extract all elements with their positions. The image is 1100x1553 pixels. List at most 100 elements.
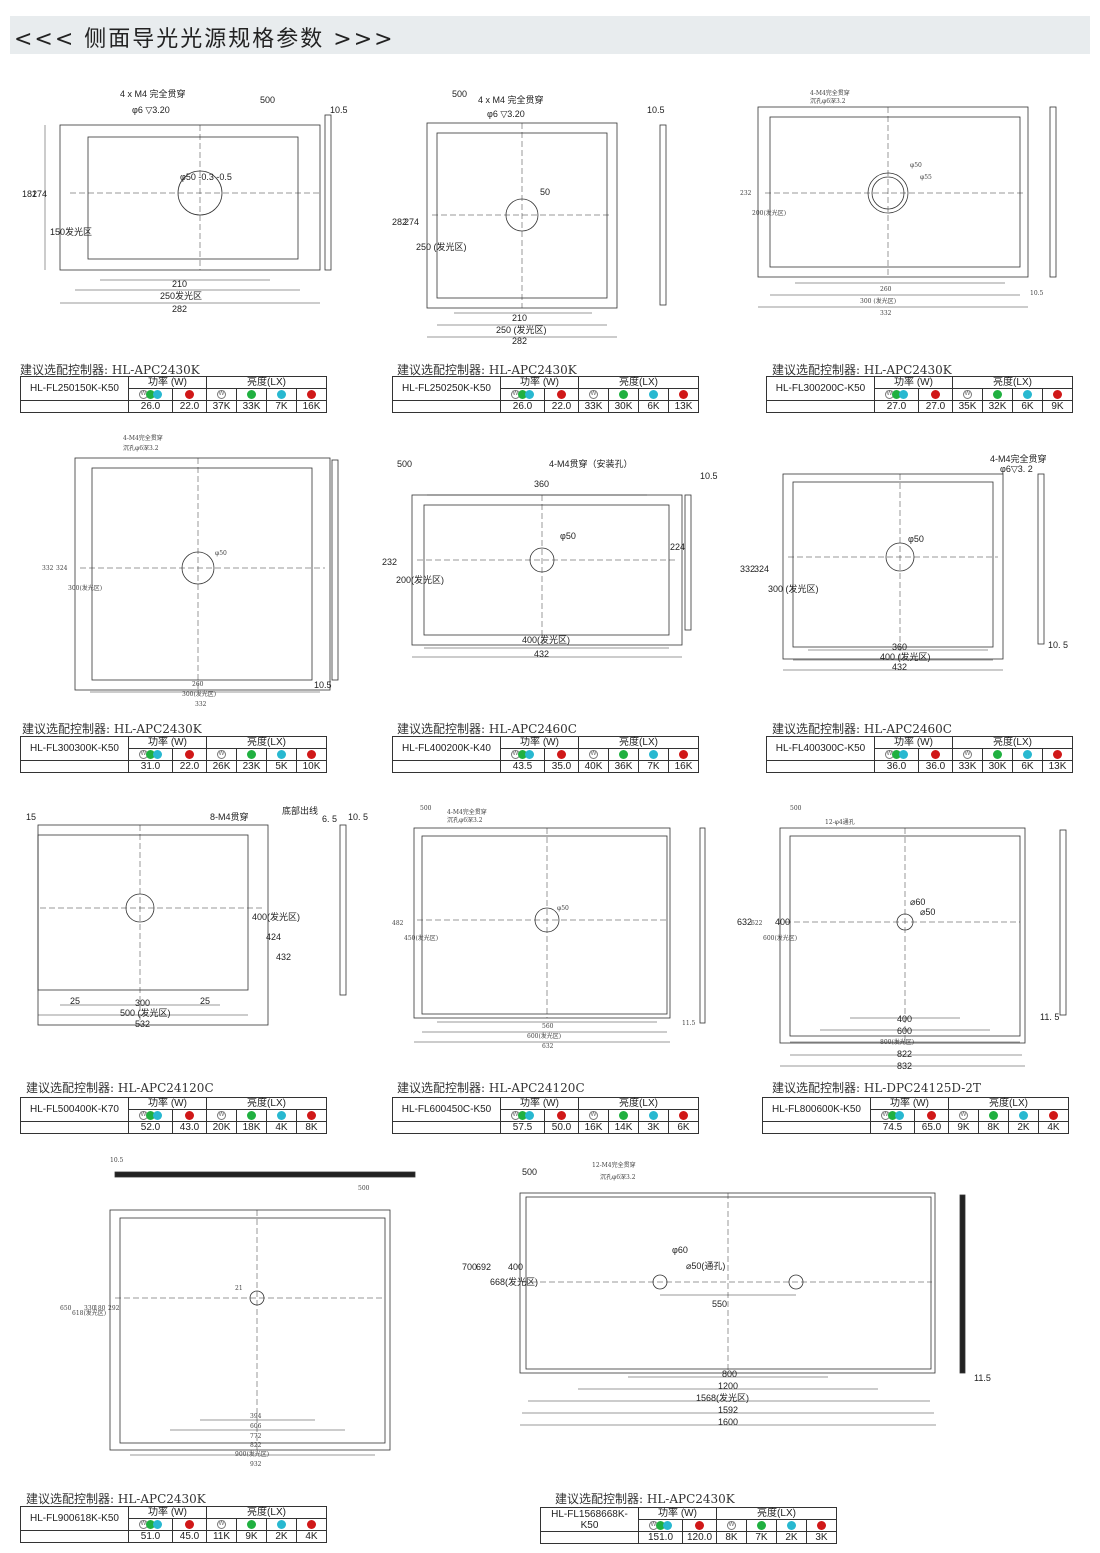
dim-w-a: 800 xyxy=(722,1369,737,1379)
green-dot-icon xyxy=(619,389,628,399)
dim-hole: φ6▽3. 2 xyxy=(1000,464,1033,474)
red-dot-icon xyxy=(185,389,194,399)
dim-c2: ⌀50(通孔) xyxy=(686,1261,725,1271)
dim-h-mid: 424 xyxy=(266,932,281,942)
white-dot-icon: W xyxy=(589,749,598,759)
red-dot-icon xyxy=(185,1519,194,1529)
dim-hole: 沉孔φ6深3.2 xyxy=(600,1173,636,1181)
dim-w-a: 210 xyxy=(172,279,187,289)
power-value: 22.0 xyxy=(172,760,207,773)
blue-dot-icon xyxy=(899,749,908,759)
dim-top-note: 4 x M4 完全贯穿 xyxy=(478,94,544,105)
lux-value: 23K xyxy=(236,760,267,773)
lux-value: 2K xyxy=(776,1531,807,1544)
dim-w-outer: 282 xyxy=(512,336,527,346)
dim-h-light: 618(发光区) xyxy=(72,1309,106,1317)
power-value: 52.0 xyxy=(128,1121,173,1134)
product-block-1: 4 x M4 完全贯穿 φ6 ▽3.20 500 10.5 182 174 15… xyxy=(20,85,380,415)
white-dot-icon: W xyxy=(963,389,972,399)
green-dot-icon xyxy=(892,749,901,759)
green-dot-icon xyxy=(619,749,628,759)
dim-h-c: 292 xyxy=(108,1305,120,1312)
drawing-5: 500 4-M4贯穿（安装孔） 360 10.5 232 200(发光区) φ5… xyxy=(382,458,718,659)
dim-w-a: 210 xyxy=(512,313,527,323)
dim-w-b: 606 xyxy=(250,1423,262,1430)
controller-note: 建议选配控制器: HL-APC2430K xyxy=(22,722,202,736)
lux-value: 2K xyxy=(266,1530,297,1543)
dim-w-c: 822 xyxy=(897,1049,912,1059)
drawing-9: 500 12-φ4通孔 ⌀60 ⌀50 632 622 600(发光区) 400… xyxy=(737,805,1067,1071)
drawing-4: 4-M4完全贯穿 沉孔φ6深3.2 φ50 332 324 300(发光区) 2… xyxy=(42,434,339,708)
model-name: HL-FL250150K-K50 xyxy=(20,376,129,401)
dim-w-outer: 532 xyxy=(135,1019,150,1029)
blue-dot-icon xyxy=(153,1519,162,1529)
dim-w-light: 800(发光区) xyxy=(880,1038,914,1046)
red-dot-icon xyxy=(695,1520,704,1530)
lux-value: 6K xyxy=(1012,400,1043,413)
red-dot-icon xyxy=(1053,389,1062,399)
dim-w-b: 600 xyxy=(897,1026,912,1036)
controller-note: 建议选配控制器: HL-APC2430K xyxy=(20,363,200,377)
blue-dot-icon xyxy=(895,1110,904,1120)
lux-value: 32K xyxy=(982,400,1013,413)
power-value: 36.0 xyxy=(874,760,919,773)
drawing-7: 15 8-M4贯穿 底部出线 6. 5 10. 5 400(发光区) 424 4… xyxy=(26,805,368,1029)
dim-thick: 10.5 xyxy=(110,1157,124,1164)
dim-h-a: 330 xyxy=(84,1305,96,1312)
power-value: 43.5 xyxy=(500,760,545,773)
product-block-2: 4 x M4 完全贯穿 φ6 ▽3.20 500 10.5 282 274 25… xyxy=(392,85,752,415)
power-value: 43.0 xyxy=(172,1121,207,1134)
dim-h-outer: 650 xyxy=(60,1305,72,1312)
lux-value: 20K xyxy=(206,1121,237,1134)
dim-thick: 11.5 xyxy=(682,1020,696,1027)
blue-dot-icon xyxy=(277,1110,286,1120)
dim-cable: 500 xyxy=(452,89,467,99)
red-dot-icon xyxy=(557,389,566,399)
power-value: 57.5 xyxy=(500,1121,545,1134)
dim-w-a: 360 xyxy=(892,642,907,652)
blue-dot-icon xyxy=(525,1110,534,1120)
product-block-8: 500 4-M4完全贯穿 沉孔φ6深3.2 482 450(发光区) φ50 5… xyxy=(392,800,742,1140)
lux-header: 亮度(LX) xyxy=(578,376,699,389)
dim-w-light: 1568(发光区) xyxy=(696,1392,749,1403)
drawing-8: 500 4-M4完全贯穿 沉孔φ6深3.2 482 450(发光区) φ50 5… xyxy=(392,805,706,1050)
product-block-11: 500 12-M4完全贯穿 沉孔φ6深3.2 φ60 ⌀50(通孔) 700 6… xyxy=(460,1155,1090,1550)
lux-header: 亮度(LX) xyxy=(206,1097,327,1110)
dim-top-note: 8-M4贯穿 xyxy=(210,811,249,822)
dim-w-outer: 332 xyxy=(195,701,207,708)
power-value: 22.0 xyxy=(172,400,207,413)
dim-w-light: 250发光区 xyxy=(160,290,202,301)
dim-w-a: 260 xyxy=(880,286,892,293)
dim-h-light: 668(发光区) xyxy=(490,1276,538,1287)
green-dot-icon xyxy=(247,1519,256,1529)
lux-value: 30K xyxy=(608,400,639,413)
product-block-3: 4-M4完全贯穿 沉孔φ6深3.2 φ50 φ55 232 200(发光区) 2… xyxy=(740,85,1090,415)
dim-h-b: 180 xyxy=(94,1305,106,1312)
lux-value: 7K xyxy=(266,400,297,413)
dim-top-note: 12-M4完全贯穿 xyxy=(592,1161,636,1169)
dim-h-mid: 324 xyxy=(754,564,769,574)
power-header: 功率 (W) xyxy=(874,376,953,389)
green-dot-icon xyxy=(888,1110,897,1120)
dim-h-light: 200(发光区) xyxy=(396,574,444,585)
green-dot-icon xyxy=(247,1110,256,1120)
dim-thick: 10.5 xyxy=(314,680,332,690)
red-dot-icon xyxy=(679,749,688,759)
dim-w-light: 250 (发光区) xyxy=(496,324,547,335)
lux-value: 33K xyxy=(578,400,609,413)
dim-w-light: 500 (发光区) xyxy=(120,1007,171,1018)
lux-value: 33K xyxy=(952,760,983,773)
controller-note: 建议选配控制器: HL-APC2460C xyxy=(772,722,952,736)
dim-w-outer: 1600 xyxy=(718,1417,738,1427)
dim-top-note: 4-M4完全贯穿 xyxy=(447,808,487,816)
dim-thick: 10.5 xyxy=(330,105,348,115)
dim-h-light: 200(发光区) xyxy=(752,209,786,217)
controller-note: 建议选配控制器: HL-APC2460C xyxy=(397,722,577,736)
product-block-10: 10.5 500 650 618(发光区) 330 180 292 21 394… xyxy=(20,1150,416,1550)
model-name: HL-FL800600K-K50 xyxy=(762,1097,871,1122)
